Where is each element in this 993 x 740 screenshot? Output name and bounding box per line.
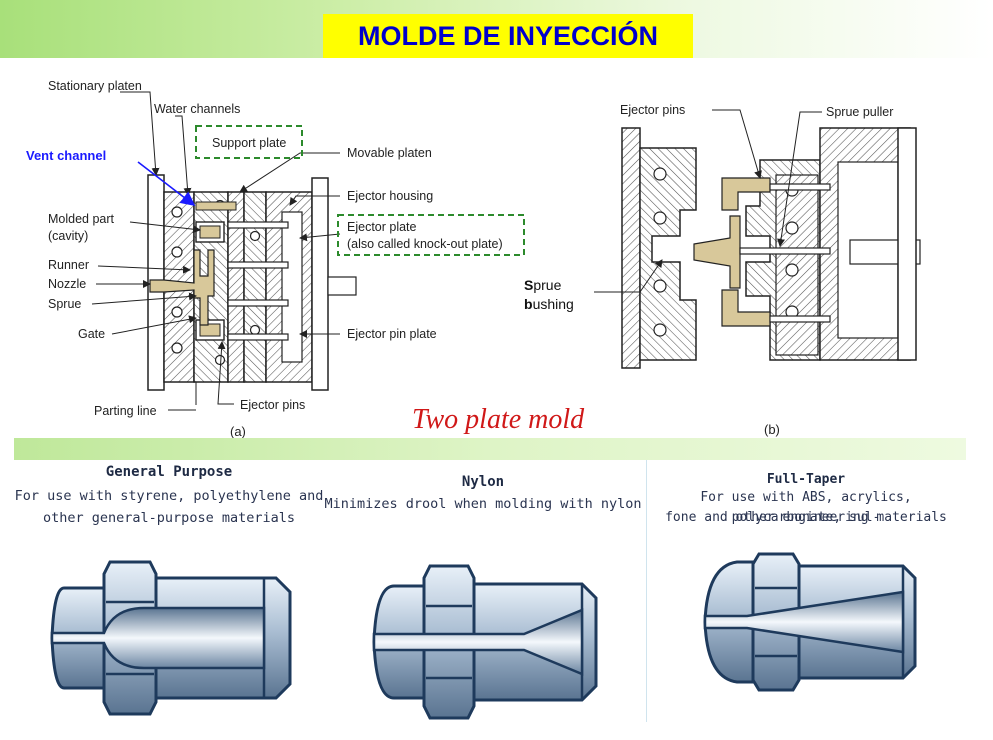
nylon-nozzle-illustration xyxy=(372,564,598,720)
diagram-a xyxy=(147,174,357,405)
label-knock-out-plate: (also called knock-out plate) xyxy=(347,237,503,251)
nozzle-heading: Full-Taper xyxy=(766,472,846,487)
two-plate-mold-subtitle: Two plate mold xyxy=(412,404,585,435)
nozzle-description-line2: fone and other engineering materials xyxy=(665,510,947,525)
sprue-b xyxy=(693,215,741,289)
label-vent-channel: Vent channel xyxy=(26,148,106,163)
label-nozzle: Nozzle xyxy=(48,277,86,291)
label-support-plate: Support plate xyxy=(212,136,286,150)
label-ejector-housing: Ejector housing xyxy=(347,189,433,203)
nozzle-panel-full-taper: Full-Taper For use with ABS, acrylics, p… xyxy=(646,460,965,722)
movable-platen xyxy=(311,177,329,391)
label-runner: Runner xyxy=(48,258,89,272)
label-ejector-pin-plate: Ejector pin plate xyxy=(347,327,437,341)
nozzle-heading: Nylon xyxy=(461,474,505,490)
stationary-half-b xyxy=(639,147,697,361)
support-plate xyxy=(227,191,245,383)
label-water-channels: Water channels xyxy=(154,102,240,116)
nozzle-description-line1: For use with ABS, acrylics, polycarbonat… xyxy=(700,490,912,525)
two-plate-mold-diagram: Stationary platen Water channels Support… xyxy=(26,79,921,438)
ejector-plate-highlight xyxy=(337,214,525,256)
label-movable-platen: Movable platen xyxy=(347,146,432,160)
label-sprue-b: Sprue xyxy=(524,277,562,293)
sprue-runner xyxy=(149,249,215,326)
ejected-part-upper xyxy=(721,177,771,211)
label-ejector-plate: Ejector plate xyxy=(347,220,417,234)
ejected-part-lower xyxy=(721,289,771,327)
label-ejector-pins-a: Ejector pins xyxy=(240,398,305,412)
nozzle-panel-general-purpose: General Purpose For use with styrene, po… xyxy=(14,460,324,722)
page-title: MOLDE DE INYECCIÓN xyxy=(323,14,693,58)
nozzle-band xyxy=(14,438,966,460)
nozzle-description-line2: other general-purpose materials xyxy=(43,510,295,526)
caption-b: (b) xyxy=(764,422,780,437)
full-taper-nozzle-illustration xyxy=(703,552,917,692)
diagram-b xyxy=(621,127,921,369)
label-gate: Gate xyxy=(78,327,105,341)
label-cavity: (cavity) xyxy=(48,229,88,243)
label-sprue-puller: Sprue puller xyxy=(826,105,893,119)
nozzle-heading: General Purpose xyxy=(105,464,233,480)
caption-a: (a) xyxy=(230,424,246,438)
label-ejector-pins-b: Ejector pins xyxy=(620,103,685,117)
general-purpose-nozzle-illustration xyxy=(50,560,292,716)
nozzle-description-line1: Minimizes drool when molding with nylon xyxy=(324,496,642,512)
label-parting-line: Parting line xyxy=(94,404,157,418)
nozzle-panel-nylon: Nylon Minimizes drool when molding with … xyxy=(324,460,642,722)
stationary-platen-b xyxy=(621,127,641,369)
label-molded-part: Molded part xyxy=(48,212,115,226)
nozzle-description-line1: For use with styrene, polyethylene and xyxy=(14,488,324,504)
label-bushing: bushing xyxy=(524,296,574,312)
label-stationary-platen: Stationary platen xyxy=(48,79,142,93)
label-sprue: Sprue xyxy=(48,297,81,311)
support-plate-highlight xyxy=(195,125,303,159)
